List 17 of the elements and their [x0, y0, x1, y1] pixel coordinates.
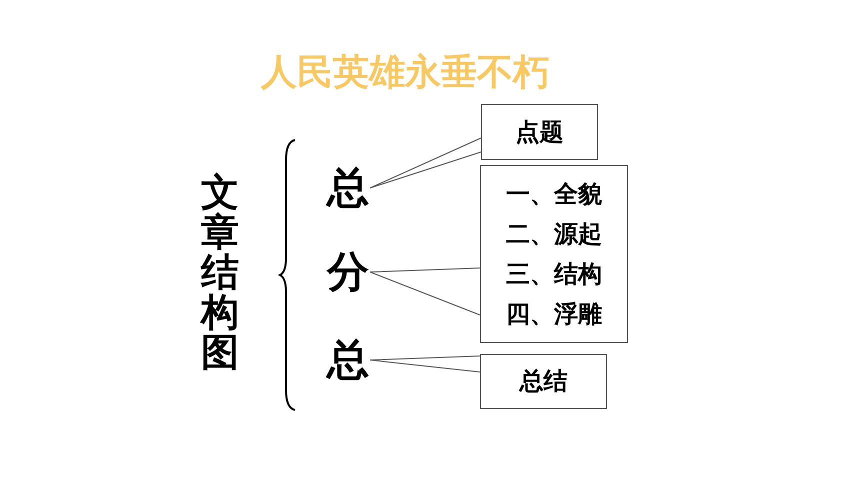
callout-pointer — [370, 138, 482, 188]
list-item: 四、浮雕 — [506, 300, 602, 328]
callout-box — [481, 104, 598, 160]
part-word: 总 — [325, 162, 371, 214]
callout-box — [480, 354, 607, 409]
box-label: 总结 — [520, 367, 568, 396]
part-word: 分 — [325, 246, 371, 298]
list-item: 一、全貌 — [506, 180, 602, 208]
vertical-heading: 文章结构图 — [198, 172, 242, 372]
list-item: 三、结构 — [506, 260, 602, 288]
callout-pointer — [370, 356, 480, 372]
callout-pointer — [370, 268, 480, 316]
title: 人民英雄永垂不朽 — [261, 52, 549, 93]
list-item: 二、源起 — [506, 220, 602, 248]
part-word: 总 — [325, 334, 371, 386]
callout-box — [480, 165, 628, 343]
box-label: 点题 — [516, 118, 564, 146]
